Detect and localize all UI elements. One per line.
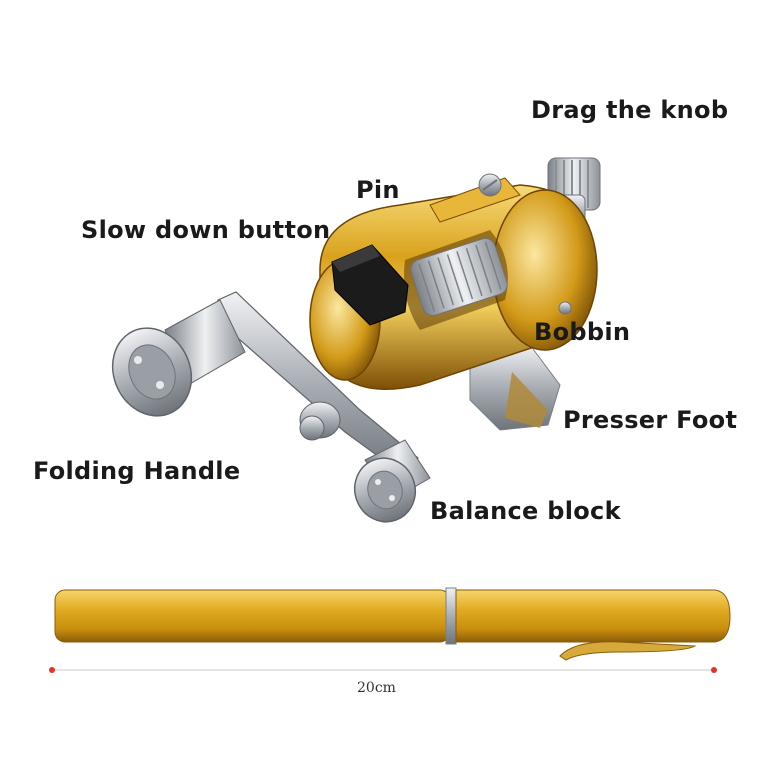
label-balance-block: Balance block <box>430 497 621 525</box>
left-marker <box>49 667 55 673</box>
presser-foot <box>469 344 561 431</box>
label-bobbin: Bobbin <box>534 318 631 346</box>
label-slow-down-button: Slow down button <box>81 216 331 244</box>
pin <box>478 173 502 197</box>
bobbin <box>404 230 508 330</box>
right-marker <box>711 667 717 673</box>
label-pin: Pin <box>356 176 400 204</box>
label-drag-knob: Drag the knob <box>531 96 729 124</box>
measurement-label: 20cm <box>357 680 396 696</box>
slow-down-button <box>331 244 409 326</box>
label-folding-handle: Folding Handle <box>33 457 241 485</box>
measurement-line <box>49 667 717 673</box>
pen-rod <box>54 587 731 661</box>
label-presser-foot: Presser Foot <box>563 406 738 434</box>
balance-block <box>354 439 431 523</box>
